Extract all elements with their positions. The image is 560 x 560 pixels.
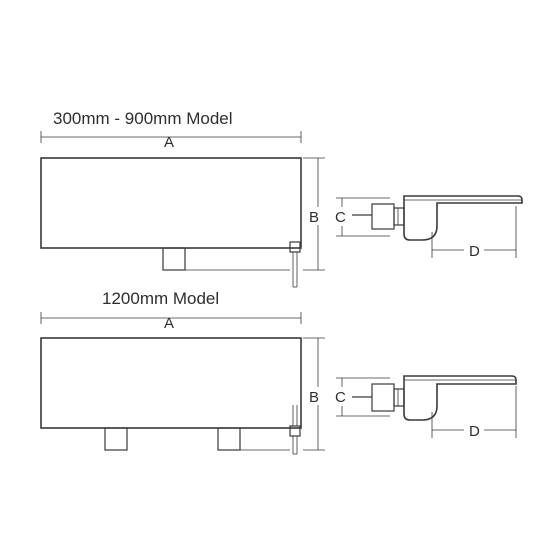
top-model-title: 300mm - 900mm Model: [53, 109, 233, 128]
bottom-label-b: B: [309, 389, 319, 406]
bottom-label-d: D: [469, 423, 480, 440]
top-mounting-foot: [162, 247, 186, 271]
bottom-label-c: C: [335, 389, 346, 406]
top-label-c: C: [335, 209, 346, 226]
top-label-b: B: [309, 209, 319, 226]
bottom-model-title: 1200mm Model: [102, 289, 219, 308]
top-dimension-a: A: [40, 131, 302, 151]
top-dimension-d: D: [431, 206, 517, 260]
top-label-d: D: [469, 243, 480, 260]
bottom-front-panel: [40, 337, 302, 429]
bottom-label-a: A: [164, 315, 174, 332]
top-side-profile: [352, 195, 523, 241]
bottom-dimension-a: A: [40, 312, 302, 332]
bottom-dimension-b: B: [303, 337, 325, 451]
top-label-a: A: [164, 134, 174, 151]
bottom-dimension-d: D: [431, 386, 517, 440]
bottom-dimension-c: C: [335, 377, 390, 417]
bottom-side-profile: [352, 375, 517, 421]
bottom-mounting-foot-left: [104, 427, 128, 451]
top-front-panel: [40, 157, 302, 249]
top-model-drawing: 300mm - 900mm Model A B: [40, 109, 523, 288]
top-dimension-b: B: [303, 157, 325, 271]
bottom-mounting-foot-right: [217, 427, 241, 451]
top-valve-fitting: [289, 241, 301, 288]
bottom-model-drawing: 1200mm Model A B: [40, 289, 517, 455]
top-dimension-c: C: [335, 197, 390, 237]
bottom-valve-fitting: [289, 405, 301, 455]
